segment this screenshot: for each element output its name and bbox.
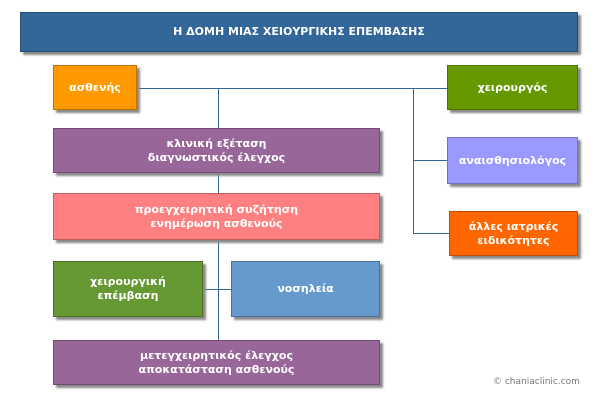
node-surgery: χειρουργική επέμβαση [53,261,203,317]
node-postop: μετεγχειρητικός έλεγχος αποκατάσταση ασθ… [53,340,380,385]
node-hospitalization: νοσηλεία [231,261,380,317]
node-surgeon: χειρουργός [447,65,578,110]
copyright-text: © chaniaclinic.com [493,377,580,387]
node-anesthesiologist: αναισθησιολόγος [447,137,578,184]
diagram-title: Η ΔΟΜΗ ΜΙΑΣ ΧΕΙΟΥΡΓΙΚΗΣ ΕΠΕΜΒΑΣΗΣ [20,12,578,52]
connector-line [413,233,449,234]
connector-line [203,289,231,290]
node-other-specialties: άλλες ιατρικές ειδικότητες [449,211,578,256]
node-patient: ασθενής [53,65,137,110]
node-preop: προεγχειρητική συζήτηση ενημέρωση ασθενο… [53,193,380,240]
connector-line [413,160,447,161]
connector-line [137,88,447,89]
node-exam: κλινική εξέταση διαγνωστικός έλεγχος [53,128,380,173]
